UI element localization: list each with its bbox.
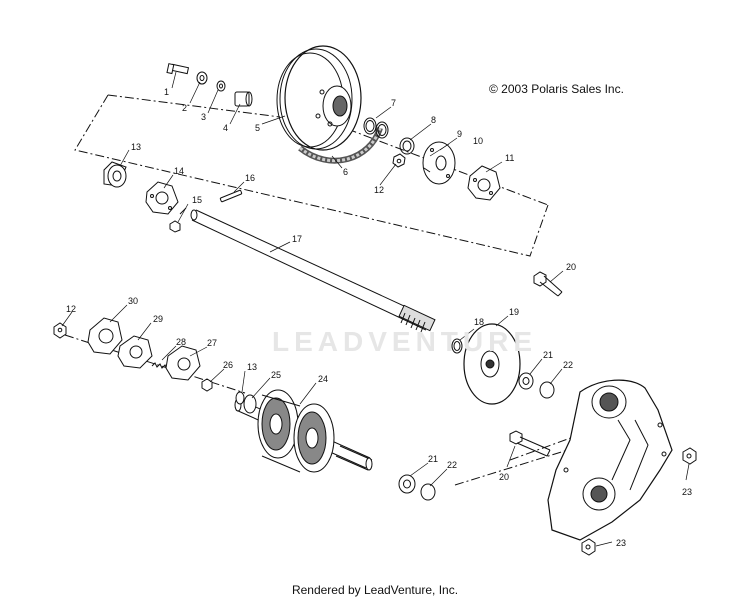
part-19-brake-disc [463, 323, 521, 405]
watermark: LEADVENTURE [272, 326, 538, 357]
callout-23: 23 [682, 487, 692, 497]
callout-10: 10 [473, 136, 483, 146]
callout-27: 27 [207, 338, 217, 348]
callout-22-lower: 22 [447, 460, 457, 470]
part-24-drive-sprockets [234, 389, 373, 473]
part-22-seal-upper [539, 381, 555, 399]
part-7-o-rings [363, 117, 389, 139]
footer-credit: Rendered by LeadVenture, Inc. [291, 583, 459, 597]
callout-5: 5 [255, 123, 260, 133]
part-17-driveshaft [190, 209, 436, 333]
callout-23-bottom: 23 [616, 538, 626, 548]
callout-4: 4 [223, 123, 228, 133]
callout-9: 9 [457, 129, 462, 139]
callout-12-lower: 12 [66, 304, 76, 314]
part-10-bearing-plate [422, 141, 456, 185]
part-1-bolt [166, 63, 190, 75]
part-6-chain [298, 126, 383, 164]
part-29-plate [117, 335, 153, 369]
part-14-flange [145, 181, 179, 215]
callout-7: 7 [391, 98, 396, 108]
callout-11: 11 [505, 153, 514, 163]
part-21-bearing-upper [518, 372, 534, 390]
callout-24: 24 [318, 374, 328, 384]
part-13-bearing-lower [235, 391, 245, 405]
part-18-snap-ring [451, 338, 463, 354]
callout-21: 21 [543, 350, 553, 360]
callout-30: 30 [128, 296, 138, 306]
callout-12: 12 [374, 185, 384, 195]
part-20-bolt-lower [509, 430, 551, 457]
part-2-washer [196, 71, 208, 85]
callout-21-lower: 21 [428, 454, 438, 464]
part-25-bearing-collar [243, 394, 257, 414]
callout-19: 19 [509, 307, 519, 317]
callout-16: 16 [245, 173, 255, 183]
callout-20: 20 [566, 262, 576, 272]
callout-18: 18 [474, 317, 484, 327]
callout-25: 25 [271, 370, 281, 380]
part-23-nut-right [682, 447, 697, 465]
callout-13: 13 [131, 142, 141, 152]
part-16-key [219, 189, 243, 203]
part-12-nut-upper [392, 153, 406, 168]
part-3-washer [216, 80, 226, 92]
callout-29: 29 [153, 314, 163, 324]
callout-1: 1 [164, 87, 169, 97]
leader-lines [61, 71, 690, 547]
part-27-flange [165, 345, 201, 381]
callout-28: 28 [176, 337, 186, 347]
callout-26: 26 [223, 360, 233, 370]
part-4-spacer [234, 91, 253, 107]
callout-8: 8 [431, 115, 436, 125]
callout-17: 17 [292, 234, 302, 244]
callout-13-lower: 13 [247, 362, 257, 372]
part-5-driven-sprocket [276, 45, 362, 151]
part-20-bolt-upper [533, 271, 563, 297]
part-chaincase [547, 379, 673, 541]
part-21-bearing-lower [398, 474, 416, 494]
part-13-bearing-upper [103, 161, 127, 188]
callout-20-lower: 20 [499, 472, 509, 482]
callout-6: 6 [343, 167, 348, 177]
part-26-nut [201, 378, 213, 392]
part-30-flange [87, 317, 123, 355]
part-12-nut-lower [53, 322, 67, 339]
part-22-seal-lower [420, 483, 436, 501]
callout-3: 3 [201, 112, 206, 122]
part-23-nut-bottom [581, 538, 596, 556]
part-8-seal [399, 137, 415, 155]
callout-14: 14 [174, 166, 184, 176]
callout-22: 22 [563, 360, 573, 370]
callout-labels: 1 2 3 4 5 6 7 8 9 10 11 12 13 14 15 16 1… [66, 87, 692, 548]
copyright-notice: © 2003 Polaris Sales Inc. [489, 82, 624, 96]
part-11-flange [467, 165, 501, 201]
callout-15: 15 [192, 195, 202, 205]
callout-2: 2 [182, 103, 187, 113]
